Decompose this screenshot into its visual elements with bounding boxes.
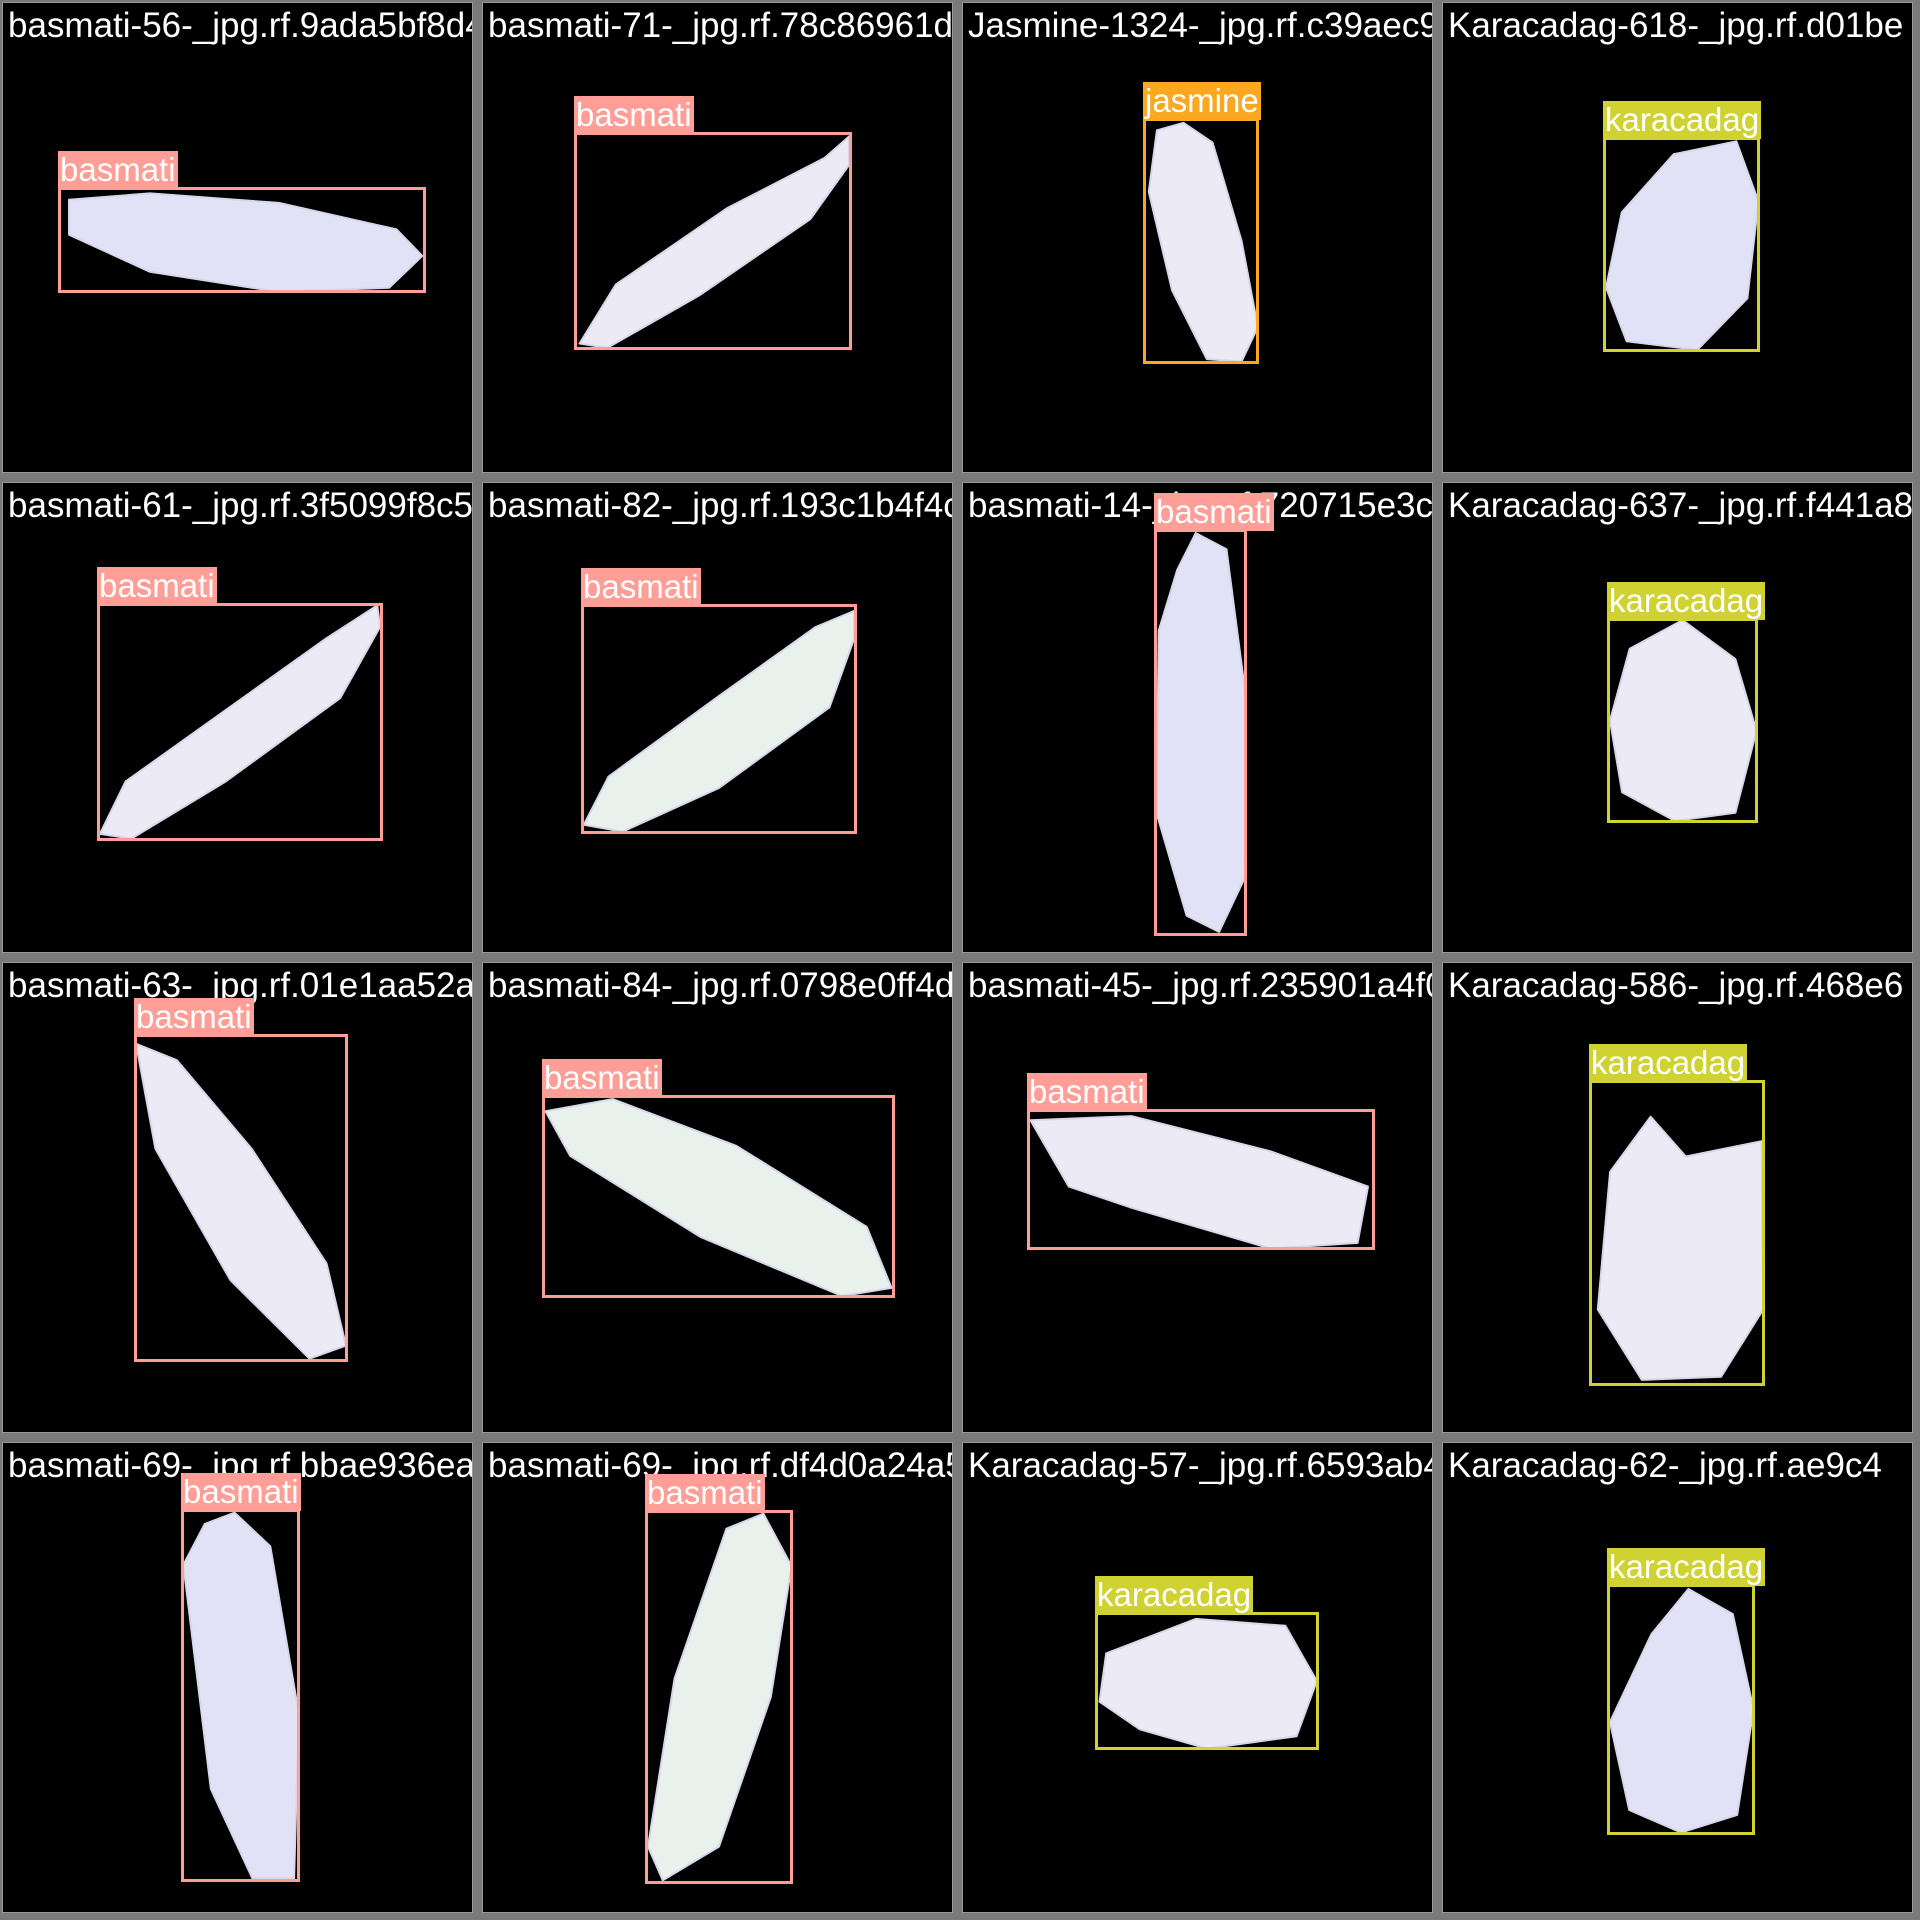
image-tile: basmati-84-_jpg.rf.0798e0ff4ddb6e8f436eb… (482, 962, 953, 1433)
rice-grain-shape (578, 135, 851, 349)
detection-class-label: karacadag (1607, 582, 1766, 620)
detection-class-label: karacadag (1095, 1576, 1254, 1614)
detection-class-label: karacadag (1589, 1044, 1748, 1082)
detection-bounding-box (1154, 529, 1247, 936)
detection-bounding-box (1603, 137, 1760, 352)
image-tile: basmati-63-_jpg.rf.01e1aa52ac55c8036adf4… (2, 962, 473, 1433)
detection-bounding-box (1607, 618, 1758, 823)
detection-class-label: basmati (58, 151, 178, 189)
tile-filename: Jasmine-1324-_jpg.rf.c39aec97b0eacd29680… (968, 6, 1432, 45)
detection-class-label: karacadag (1607, 1548, 1766, 1586)
detection-bounding-box (97, 603, 383, 841)
image-tile: basmati-71-_jpg.rf.78c86961d595fc9143243… (482, 2, 953, 473)
image-tile: basmati-69-_jpg.rf.df4d0a24a5d734bd957cb… (482, 1442, 953, 1913)
tile-filename: Karacadag-586-_jpg.rf.468e6 (1448, 966, 1904, 1005)
tile-filename: basmati-82-_jpg.rf.193c1b4f4c6af06e46 (488, 486, 952, 525)
rice-grain-image (1098, 1617, 1318, 1750)
rice-grain-shape (68, 192, 424, 293)
detection-class-label: basmati (645, 1474, 765, 1512)
detection-class-label: basmati (134, 998, 254, 1036)
rice-grain-image (647, 1512, 793, 1882)
rice-grain-image (1155, 532, 1248, 933)
tile-filename: basmati-61-_jpg.rf.3f5099f8c5a8a0ec89880 (8, 486, 473, 525)
tile-filename: Karacadag-62-_jpg.rf.ae9c4 (1448, 1446, 1882, 1485)
rice-grain-image (1029, 1115, 1369, 1250)
rice-grain-image (578, 135, 851, 349)
rice-grain-image (582, 609, 856, 833)
rice-grain-image (1605, 140, 1760, 351)
detection-bounding-box (1027, 1109, 1375, 1250)
detection-bounding-box (581, 604, 857, 834)
image-tile: Karacadag-618-_jpg.rf.d01be karacadag (1442, 2, 1913, 473)
detection-bounding-box (1607, 1584, 1755, 1835)
detection-bounding-box (645, 1510, 793, 1884)
rice-grain-shape (1147, 121, 1259, 363)
image-tile: Karacadag-586-_jpg.rf.468e6 karacadag (1442, 962, 1913, 1433)
detection-class-label: karacadag (1603, 101, 1762, 139)
rice-grain-image (182, 1511, 300, 1880)
tile-filename: basmati-71-_jpg.rf.78c86961d595fc9143243 (488, 6, 953, 45)
detection-bounding-box (134, 1034, 348, 1362)
rice-grain-shape (647, 1512, 793, 1882)
detection-class-label: basmati (581, 568, 701, 606)
image-tile: basmati-14-_jpg.rf.720715e3ca92ca8be631b… (962, 482, 1433, 953)
image-tile: Karacadag-57-_jpg.rf.6593ab4a2e9d60862f6… (962, 1442, 1433, 1913)
tile-filename: Karacadag-637-_jpg.rf.f441a8 (1448, 486, 1913, 525)
rice-grain-shape (582, 609, 856, 833)
rice-grain-shape (1098, 1617, 1318, 1750)
image-tile: basmati-61-_jpg.rf.3f5099f8c5a8a0ec89880… (2, 482, 473, 953)
rice-grain-shape (98, 604, 382, 840)
detection-class-label: basmati (1154, 493, 1274, 531)
tile-filename: Karacadag-57-_jpg.rf.6593ab4a2e9d60862f6 (968, 1446, 1432, 1485)
detection-class-label: basmati (97, 567, 217, 605)
rice-grain-shape (182, 1511, 300, 1880)
tile-filename: Karacadag-618-_jpg.rf.d01be (1448, 6, 1904, 45)
tile-filename: basmati-84-_jpg.rf.0798e0ff4ddb6e8f436e (488, 966, 953, 1005)
image-tile: basmati-82-_jpg.rf.193c1b4f4c6af06e46bas… (482, 482, 953, 953)
image-tile: Karacadag-62-_jpg.rf.ae9c4 karacadag (1442, 1442, 1913, 1913)
image-tile: basmati-56-_jpg.rf.9ada5bf8d4f5fcca71d03… (2, 2, 473, 473)
image-tile: basmati-45-_jpg.rf.235901a4f0737585983ba… (962, 962, 1433, 1433)
tile-filename: basmati-45-_jpg.rf.235901a4f0737585983 (968, 966, 1432, 1005)
detection-class-label: basmati (181, 1473, 301, 1511)
detection-class-label: basmati (1027, 1073, 1147, 1111)
rice-grain-shape (1605, 140, 1760, 351)
detection-bounding-box (1143, 118, 1259, 364)
detection-bounding-box (58, 187, 426, 293)
rice-grain-image (1147, 121, 1259, 363)
detection-bounding-box (181, 1509, 300, 1882)
detection-bounding-box (1095, 1612, 1319, 1750)
detection-class-label: basmati (542, 1059, 662, 1097)
detection-bounding-box (1589, 1080, 1765, 1386)
tile-filename: basmati-56-_jpg.rf.9ada5bf8d4f5fcca71d03 (8, 6, 472, 45)
image-tile: basmati-69-_jpg.rf.bbae936ea7425914530ba… (2, 1442, 473, 1913)
image-tile: Karacadag-637-_jpg.rf.f441a8 karacadag (1442, 482, 1913, 953)
rice-grain-shape (1155, 532, 1248, 933)
detection-bounding-box (542, 1095, 895, 1298)
rice-grain-image (98, 604, 382, 840)
rice-grain-shape (544, 1098, 893, 1297)
rice-grain-shape (1029, 1115, 1369, 1250)
detection-class-label: jasmine (1143, 82, 1261, 120)
detection-class-label: basmati (574, 96, 694, 134)
rice-grain-image (544, 1098, 893, 1297)
rice-grain-image (68, 192, 424, 293)
detection-bounding-box (574, 132, 852, 350)
image-tile: Jasmine-1324-_jpg.rf.c39aec97b0eacd29680… (962, 2, 1433, 473)
